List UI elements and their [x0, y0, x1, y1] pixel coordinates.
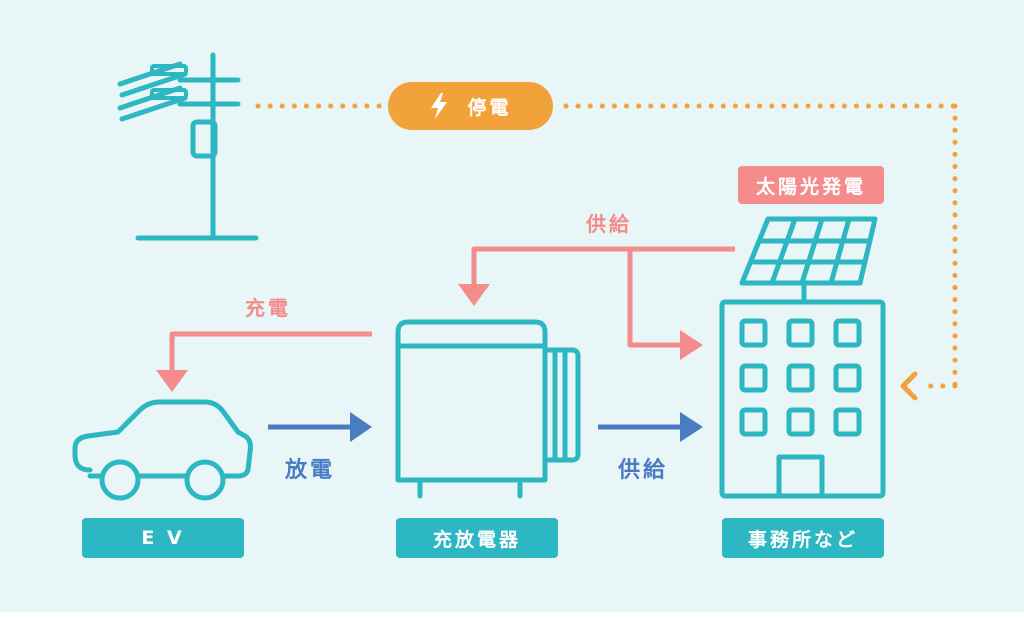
car-icon — [72, 399, 253, 501]
charge-label: 充電 — [245, 296, 291, 320]
outage-badge: 停電 — [388, 82, 553, 130]
ev-label-badge: E V — [82, 518, 244, 558]
charge-arrow-line — [169, 331, 372, 372]
ev-label: E V — [141, 527, 185, 549]
charger-label-badge: 充放電器 — [396, 518, 558, 558]
supply-from-solar-label: 供給 — [586, 212, 632, 236]
arrowhead-to-car-icon — [156, 370, 188, 392]
office-building-icon — [719, 299, 886, 499]
charger-label: 充放電器 — [432, 528, 521, 551]
supply-from-solar-arrows — [471, 246, 735, 348]
office-label: 事務所など — [747, 528, 858, 551]
outage-arrowhead-icon — [900, 371, 918, 401]
lightning-icon — [431, 93, 448, 119]
charger-icon — [395, 319, 581, 499]
solar-label: 太陽光発電 — [755, 175, 866, 198]
supply-to-office-label: 供給 — [618, 458, 669, 483]
office-label-badge: 事務所など — [722, 518, 884, 558]
supply-to-office-arrowhead-icon — [680, 412, 703, 442]
solar-panel-icon — [739, 216, 878, 303]
arrowhead-to-office-icon — [680, 330, 703, 360]
solar-label-badge: 太陽光発電 — [738, 166, 884, 204]
discharge-arrowhead-icon — [350, 412, 372, 442]
outage-dotted-line — [255, 103, 958, 389]
discharge-label: 放電 — [285, 458, 336, 483]
arrowhead-to-charger-icon — [458, 284, 490, 306]
utility-pole-icon — [117, 52, 259, 241]
outage-label: 停電 — [467, 96, 512, 119]
